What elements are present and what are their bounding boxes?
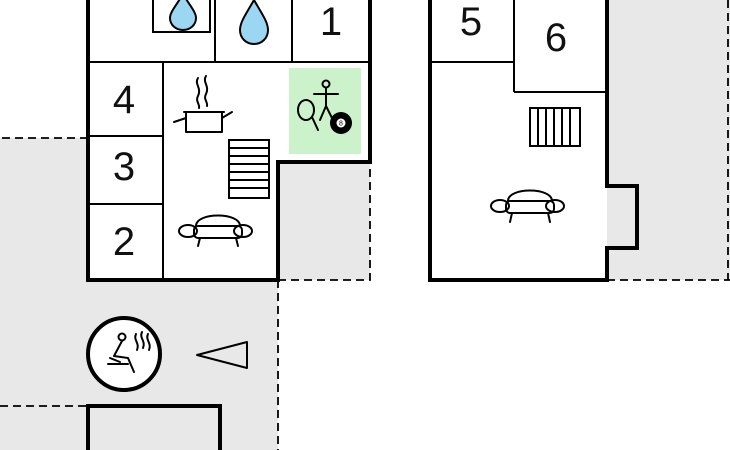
terrace-right — [607, 0, 730, 280]
terrace-left — [0, 138, 278, 450]
room-label-5: 5 — [460, 0, 482, 44]
staircase-icon — [228, 139, 270, 199]
sauna-icon — [86, 316, 162, 392]
svg-text:8: 8 — [339, 121, 343, 128]
activity-room-highlight — [289, 68, 361, 154]
terrace-middle — [278, 162, 370, 280]
water-drop-icon — [238, 0, 270, 46]
staircase-icon — [529, 107, 581, 147]
room-label-1: 1 — [320, 0, 342, 44]
room-label-4: 4 — [113, 78, 135, 122]
table-tennis-billiards-icon: 8 — [297, 79, 352, 134]
room-label-3: 3 — [113, 145, 135, 189]
left-building — [86, 0, 372, 450]
room-label-6: 6 — [545, 16, 567, 60]
cooking-pot-icon — [173, 75, 233, 133]
direction-arrow-icon — [196, 341, 248, 369]
sofa-icon — [490, 189, 565, 223]
room-label-2: 2 — [113, 220, 135, 264]
sofa-icon — [178, 214, 253, 247]
right-building — [428, 0, 639, 282]
water-drop-icon — [168, 0, 198, 32]
